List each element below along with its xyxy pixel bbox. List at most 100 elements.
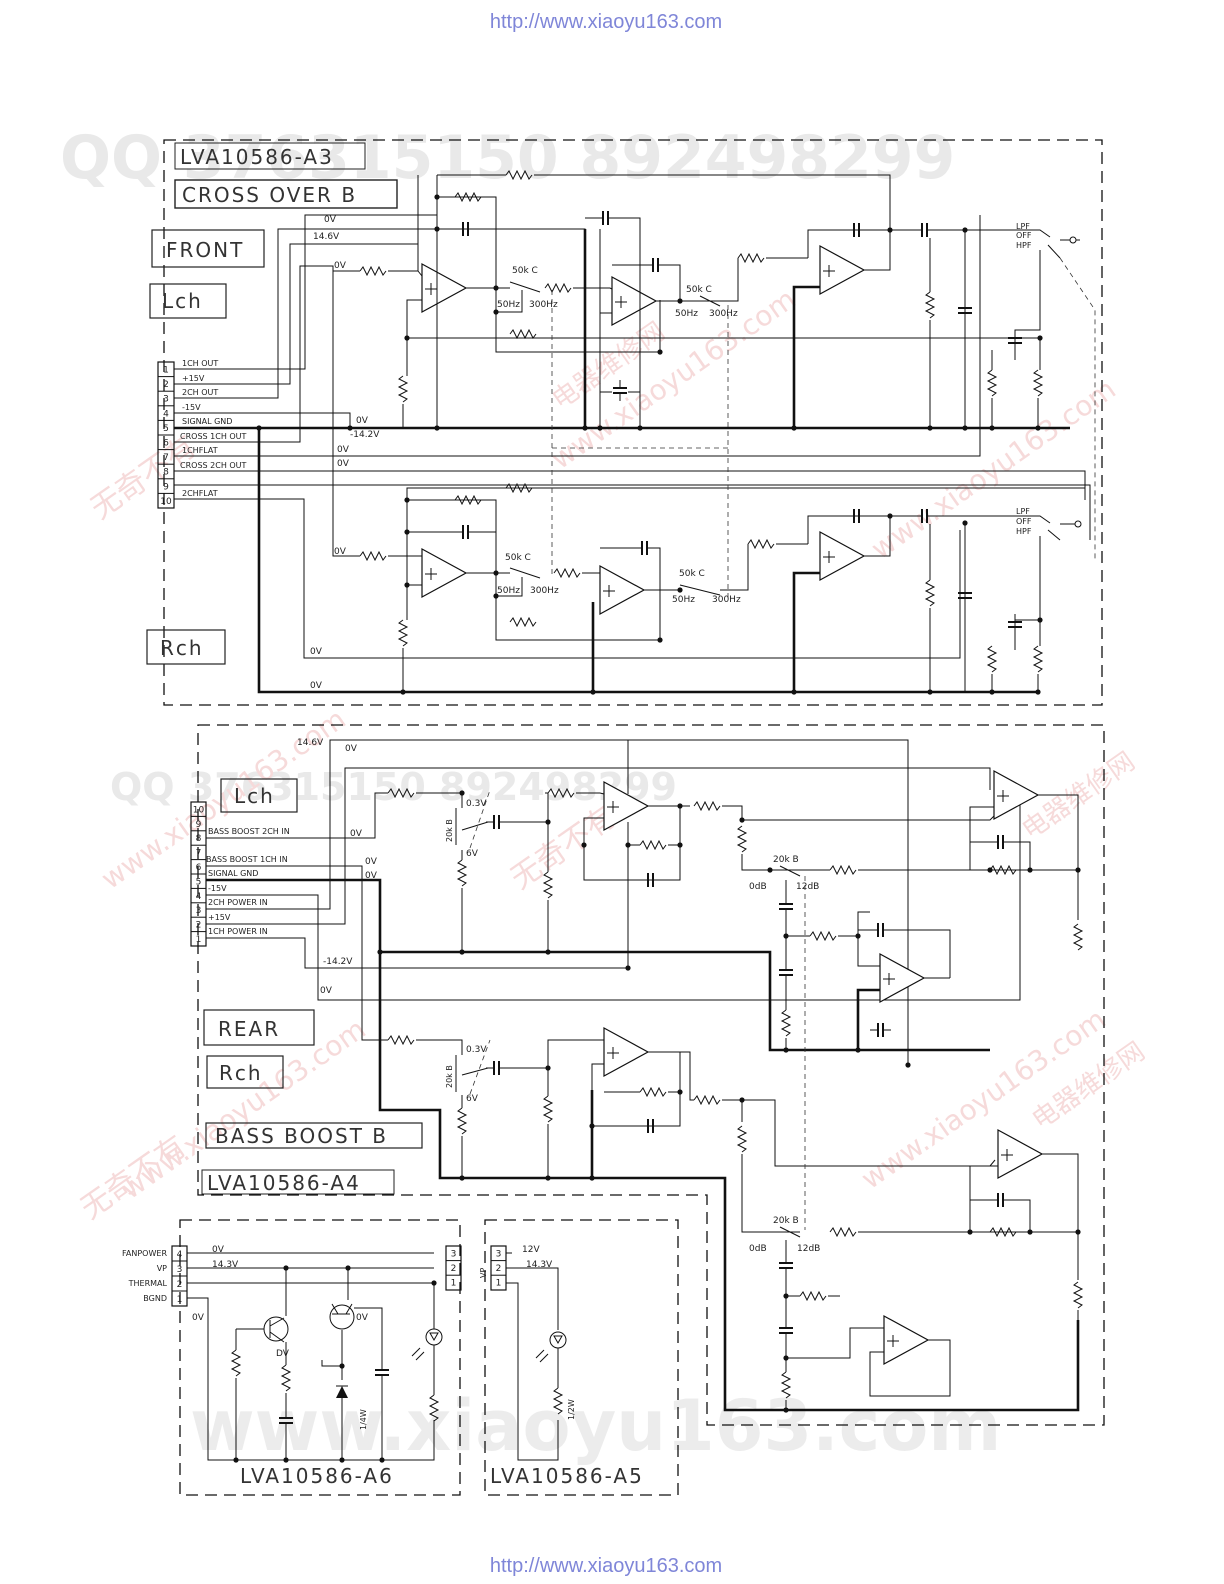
a3-junction xyxy=(493,570,499,576)
board-a4-rch-label: Rch xyxy=(219,1061,263,1085)
a3-sig-5: SIGNAL GND xyxy=(182,417,232,426)
board-a4-border xyxy=(197,724,1105,1426)
a3-junction xyxy=(404,335,410,341)
a5-pin-2: 2 xyxy=(496,1264,502,1274)
a4-opamp-3 xyxy=(879,953,925,1003)
board-a4-title-frame xyxy=(205,1122,423,1149)
a3-junction xyxy=(791,689,797,695)
a3-pin-6: 6 xyxy=(163,439,169,449)
top-url[interactable]: http://www.xiaoyu163.com xyxy=(490,11,722,33)
a6-junction xyxy=(233,1457,239,1463)
a4-v-0v-1: 0V xyxy=(345,744,358,754)
a6-transistor-2 xyxy=(329,1304,355,1330)
a3-junction xyxy=(1037,335,1043,341)
a4-pin-5: 5 xyxy=(196,877,202,887)
board-a6-border xyxy=(179,1219,461,1496)
a4-pot-1-label: 20k B xyxy=(445,819,454,842)
a4-junction xyxy=(855,933,861,939)
a3-pot-4-low: 50Hz xyxy=(672,595,695,605)
a4-pot-4-label: 20k B xyxy=(773,1216,799,1226)
a4-v-0v-4: 0V xyxy=(365,871,378,881)
a4-junction xyxy=(767,867,773,873)
a4-pin-3: 3 xyxy=(196,906,202,916)
board-a3-border xyxy=(163,139,1103,706)
a3-junction xyxy=(404,529,410,535)
board-a4-id-frame xyxy=(201,1169,395,1195)
a3-pin-3: 3 xyxy=(163,395,169,405)
a4-sig-9: BASS BOOST 2CH IN xyxy=(208,827,290,836)
a4-pin-10: 10 xyxy=(193,805,205,815)
a4-pot-3-label: 20k B xyxy=(445,1065,454,1088)
a4-signal-labels: BASS BOOST 2CH IN BASS BOOST 1CH IN SIGN… xyxy=(206,827,290,936)
a3-junction xyxy=(493,285,499,291)
a4-junction xyxy=(905,1062,911,1068)
watermark-qq-top: QQ 376315150 892498299 xyxy=(60,123,955,193)
a4-v-neg142: -14.2V xyxy=(323,957,353,967)
a3-opamp-6 xyxy=(819,531,865,581)
a4-junction xyxy=(545,1065,551,1071)
a4-v-0v-5: 0V xyxy=(320,986,333,996)
a3-v-0v-5: 0V xyxy=(337,459,350,469)
board-a4-lch-label: Lch xyxy=(234,784,275,808)
a3-junction xyxy=(1035,689,1041,695)
board-a5: LVA10586-A5 321 VP 12V 14.3V 1/2W xyxy=(479,1219,679,1496)
a4-junction xyxy=(967,1229,973,1235)
board-a3-lch-label: Lch xyxy=(162,289,203,313)
watermark-web-2: www.xiaoyu163.com xyxy=(865,372,1122,565)
a4-junction xyxy=(783,1047,789,1053)
a4-sig-3: +15V xyxy=(208,913,231,922)
a3-junction xyxy=(493,309,499,315)
board-a4-title: BASS BOOST B xyxy=(215,1124,388,1148)
a5-pin-1: 1 xyxy=(496,1279,502,1289)
a3-pot-1-label: 50k C xyxy=(512,266,538,276)
a4-opamp-5 xyxy=(997,1129,1043,1179)
board-a3-id: LVA10586-A3 xyxy=(180,145,334,169)
a4-junction xyxy=(855,1047,861,1053)
a4-junction xyxy=(589,1123,595,1129)
a4-pin-8: 8 xyxy=(196,834,202,844)
a6-v-0v-1: 0V xyxy=(212,1245,225,1255)
a4-junction xyxy=(987,867,993,873)
a6-v-143: 14.3V xyxy=(212,1260,239,1270)
a3-junction xyxy=(347,425,353,431)
a3-pot-4-high: 300Hz xyxy=(712,595,741,605)
a3-junction xyxy=(677,298,683,304)
a3-sig-6: CROSS 1CH OUT xyxy=(180,432,247,441)
a4-sig-2: 1CH POWER IN xyxy=(208,927,268,936)
a4-junction xyxy=(783,1355,789,1361)
a6-v-0v-3: 0V xyxy=(356,1313,369,1323)
a6-out-pin-1: 1 xyxy=(451,1279,457,1289)
board-a5-id: LVA10586-A5 xyxy=(490,1464,644,1488)
a3-junction xyxy=(1035,425,1041,431)
a3-v-0v-3: 0V xyxy=(356,416,369,426)
a3-pot-1-high: 300Hz xyxy=(529,300,558,310)
a3-pin-8: 8 xyxy=(163,468,169,478)
a4-pin-4: 4 xyxy=(196,892,202,902)
a3-junction xyxy=(434,194,440,200)
a3-junction xyxy=(1037,617,1043,623)
a3-junction xyxy=(989,689,995,695)
a3-junction xyxy=(637,425,643,431)
a4-v-03-2: 0.3V xyxy=(466,1045,487,1055)
a4-junction xyxy=(459,1175,465,1181)
board-a3-title-frame xyxy=(174,179,398,209)
a3-signal-labels: 1CH OUT +15V 2CH OUT -15V SIGNAL GND CRO… xyxy=(180,359,247,498)
a3-switch-hpf-1: HPF xyxy=(1016,241,1032,250)
a3-pot-1-low: 50Hz xyxy=(497,300,520,310)
board-a6-out-connector: 321 xyxy=(445,1245,462,1291)
a3-junction xyxy=(582,425,588,431)
board-a5-connector: 321 xyxy=(490,1245,507,1291)
a3-pot-3-label: 50k C xyxy=(505,553,531,563)
a4-v-146: 14.6V xyxy=(297,738,324,748)
watermark-cn-brand-1: 无奇不有 xyxy=(85,429,203,526)
bottom-url[interactable]: http://www.xiaoyu163.com xyxy=(490,1555,722,1577)
a3-sig-3: 2CH OUT xyxy=(182,388,218,397)
a4-junction xyxy=(625,965,631,971)
a6-junction xyxy=(345,1265,351,1271)
board-a4-bass-boost: Lch REAR Rch BASS BOOST B LVA10586-A4 10… xyxy=(190,724,1105,1426)
a3-junction xyxy=(597,425,603,431)
